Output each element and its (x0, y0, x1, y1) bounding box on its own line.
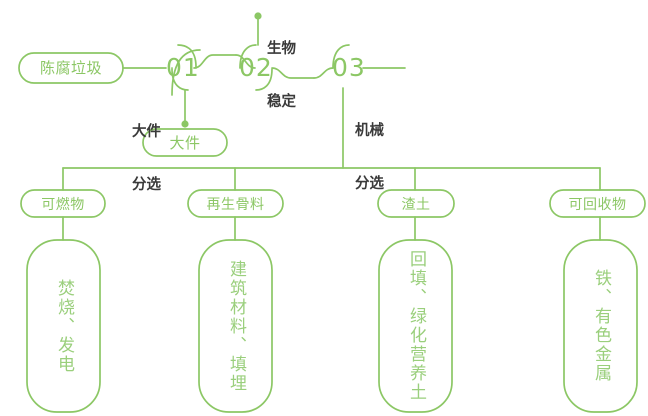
usage-box-4[interactable]: 铁、有色金属 (564, 240, 637, 412)
endpoint-dot-shengwu (254, 12, 262, 20)
usage-box-shape-1[interactable] (26, 239, 101, 413)
arc-01-bottomleft (171, 68, 189, 91)
stage-number-03: 03 (332, 53, 366, 82)
output-pill-label-2: 再生骨料 (206, 197, 265, 213)
usage-box-2[interactable]: 建筑材料、填埋 (199, 240, 272, 412)
connector-02-to-03-rise (313, 67, 334, 79)
usage-box-shape-2[interactable] (198, 239, 273, 413)
arc-01-lower-left (171, 49, 201, 96)
stage-note-02: 生物 稳定 (267, 6, 296, 148)
usage-box-text-1: 焚烧、发电 (53, 278, 74, 374)
stage-note-01: 大件 分选 (132, 89, 161, 231)
arc-03-topleft (332, 44, 350, 69)
usage-box-text-4: 铁、有色金属 (590, 269, 611, 383)
usage-box-3[interactable]: 回填、绿化营养土 (379, 240, 452, 412)
usage-box-shape-3[interactable] (378, 239, 453, 413)
usage-box-text-2: 建筑材料、填埋 (225, 259, 246, 393)
stage-note-02-line2: 稳定 (267, 94, 296, 111)
connector-01-to-02-fall (235, 54, 256, 69)
usage-box-shape-4[interactable] (563, 239, 638, 413)
stage-note-01-line2: 分选 (132, 177, 161, 194)
output-pill-label-3: 渣土 (401, 197, 431, 213)
stage-number-02: 02 (239, 53, 273, 82)
output-pill-label-1: 可燃物 (41, 197, 85, 213)
arc-01-topright (177, 44, 197, 68)
stage-note-02-line1: 生物 (267, 41, 296, 58)
output-pill-shape-3[interactable] (377, 189, 455, 218)
endpoint-dot-daijian (181, 120, 189, 128)
usage-box-1[interactable]: 焚烧、发电 (27, 240, 100, 412)
usage-box-text-3: 回填、绿化营养土 (405, 250, 426, 402)
stage-note-03-line2: 分选 (355, 176, 384, 193)
output-pill-label-4: 可回收物 (568, 197, 627, 213)
source-pill-label: 陈腐垃圾 (39, 59, 102, 77)
stage-number-01: 01 (166, 53, 200, 82)
connector-02-to-03-dip (271, 67, 315, 79)
arc-02-topleft (239, 44, 257, 69)
daijian-pill-shape[interactable] (142, 128, 228, 157)
stage-note-03: 机械 分选 (355, 88, 384, 230)
output-pill-shape-4[interactable] (549, 189, 646, 218)
stage-note-01-line1: 大件 (132, 124, 161, 141)
arc-02-bottomright (255, 68, 273, 91)
branch-pill-label: 大件 (169, 134, 201, 152)
stage-note-03-line1: 机械 (355, 123, 384, 140)
